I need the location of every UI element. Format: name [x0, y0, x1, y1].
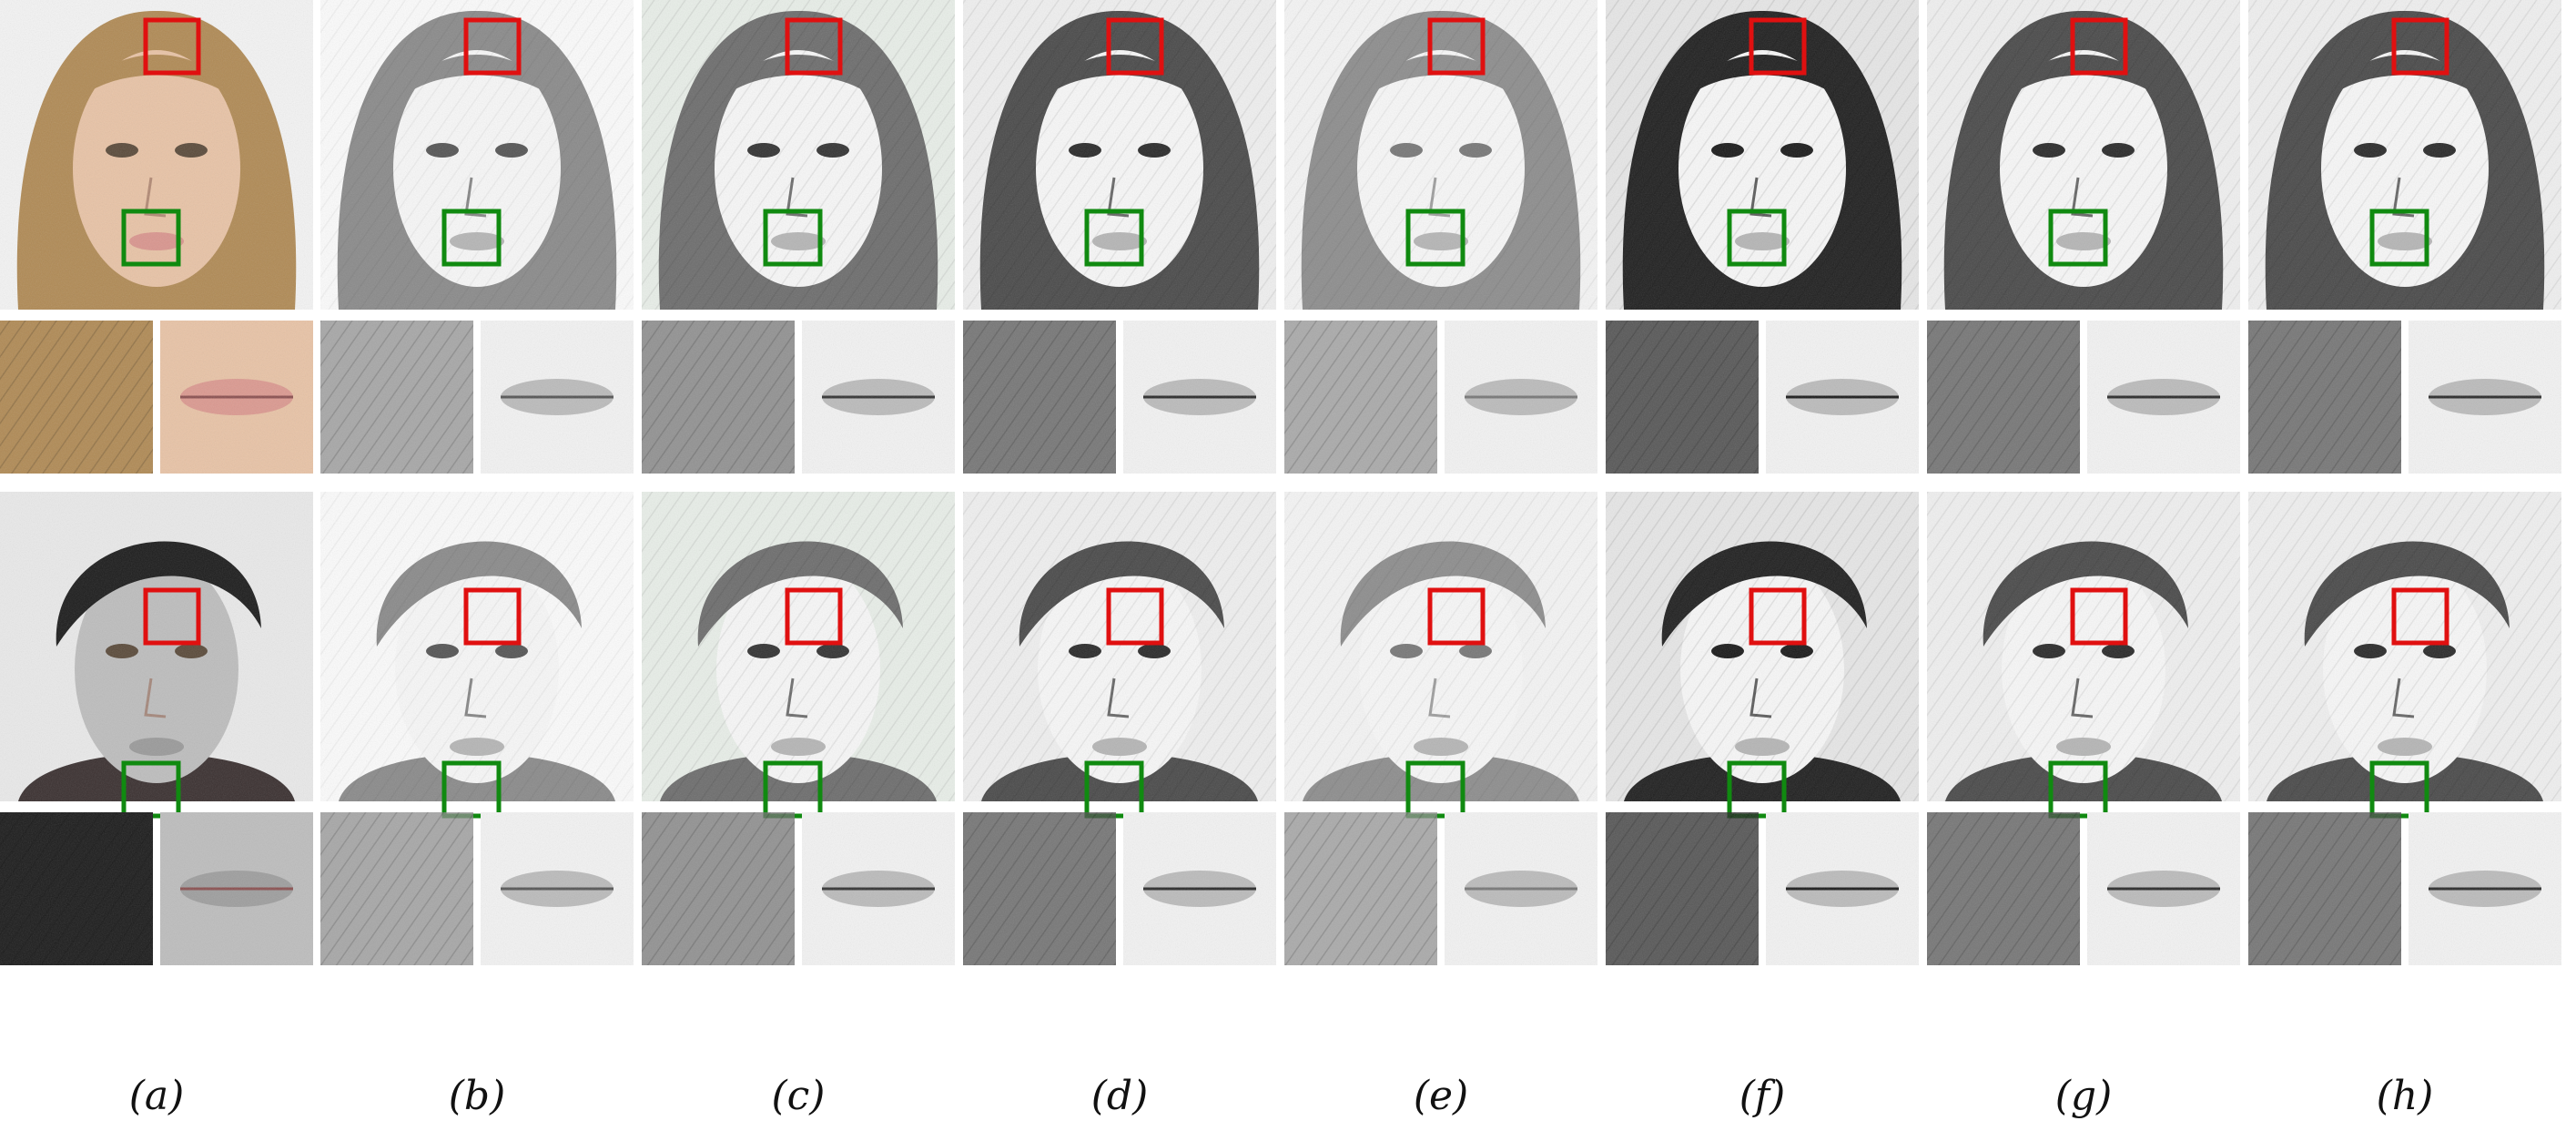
hair-patch-box — [1427, 17, 1486, 76]
hair-crop — [320, 812, 473, 965]
hair-crop — [2248, 812, 2401, 965]
hair-patch-box — [2070, 17, 2128, 76]
hair-crop — [2248, 321, 2401, 474]
panel-grid — [0, 0, 2561, 965]
column-label: (f) — [1739, 1073, 1786, 1119]
hair-crop — [1606, 321, 1759, 474]
hair-patch-box — [143, 17, 201, 76]
hair-crop — [0, 321, 153, 474]
hair-patch-box — [143, 587, 201, 646]
hair-crop — [320, 321, 473, 474]
hair-patch-box — [2070, 587, 2128, 646]
face-panel — [642, 0, 955, 474]
hair-crop — [1927, 321, 2080, 474]
mouth-crop — [2409, 321, 2561, 474]
hair-crop — [642, 812, 795, 965]
face-panel — [963, 492, 1276, 965]
mouth-crop — [1766, 812, 1919, 965]
hair-crop — [642, 321, 795, 474]
mouth-crop — [1445, 321, 1597, 474]
face-panel — [0, 0, 313, 474]
hair-patch-box — [463, 587, 522, 646]
mouth-crop — [802, 321, 955, 474]
mouth-patch-box — [1084, 209, 1144, 267]
column-label: (h) — [2377, 1073, 2434, 1119]
mouth-crop — [1123, 321, 1276, 474]
hair-patch-box — [1749, 587, 1807, 646]
mouth-crop — [2409, 812, 2561, 965]
column-label: (g) — [2055, 1073, 2113, 1119]
hair-patch-box — [1106, 587, 1164, 646]
face-panel — [320, 0, 634, 474]
hair-patch-box — [463, 17, 522, 76]
mouth-crop — [481, 812, 634, 965]
mouth-crop — [802, 812, 955, 965]
hair-crop — [963, 321, 1116, 474]
face-panel — [963, 0, 1276, 474]
hair-patch-box — [2391, 17, 2449, 76]
hair-crop — [1284, 812, 1437, 965]
column-label: (a) — [129, 1073, 185, 1119]
hair-crop — [1927, 812, 2080, 965]
hair-crop — [0, 812, 153, 965]
mouth-patch-box — [441, 209, 502, 267]
hair-crop — [963, 812, 1116, 965]
mouth-patch-box — [2048, 209, 2108, 267]
mouth-crop — [2087, 812, 2240, 965]
mouth-patch-box — [121, 209, 181, 267]
mouth-patch-box — [1727, 209, 1787, 267]
column-label: (d) — [1091, 1073, 1149, 1119]
mouth-patch-box — [1405, 209, 1465, 267]
mouth-crop — [1445, 812, 1597, 965]
hair-patch-box — [2391, 587, 2449, 646]
mouth-crop — [160, 812, 313, 965]
face-panel — [1284, 0, 1597, 474]
face-panel — [0, 492, 313, 965]
hair-crop — [1606, 812, 1759, 965]
mouth-patch-box — [2369, 209, 2429, 267]
hair-patch-box — [785, 17, 843, 76]
hair-patch-box — [1427, 587, 1486, 646]
column-label: (b) — [449, 1073, 506, 1119]
mouth-crop — [1766, 321, 1919, 474]
hair-patch-box — [785, 587, 843, 646]
hair-crop — [1284, 321, 1437, 474]
mouth-crop — [160, 321, 313, 474]
hair-patch-box — [1749, 17, 1807, 76]
face-panel — [1927, 0, 2240, 474]
face-panel — [1606, 492, 1919, 965]
face-panel — [2248, 0, 2561, 474]
hair-patch-box — [1106, 17, 1164, 76]
face-panel — [642, 492, 955, 965]
face-panel — [2248, 492, 2561, 965]
face-panel — [1606, 0, 1919, 474]
mouth-crop — [2087, 321, 2240, 474]
column-label: (c) — [772, 1073, 826, 1119]
face-panel — [1284, 492, 1597, 965]
mouth-patch-box — [763, 209, 823, 267]
mouth-crop — [481, 321, 634, 474]
face-panel — [1927, 492, 2240, 965]
column-label: (e) — [1414, 1073, 1468, 1119]
mouth-crop — [1123, 812, 1276, 965]
face-panel — [320, 492, 634, 965]
